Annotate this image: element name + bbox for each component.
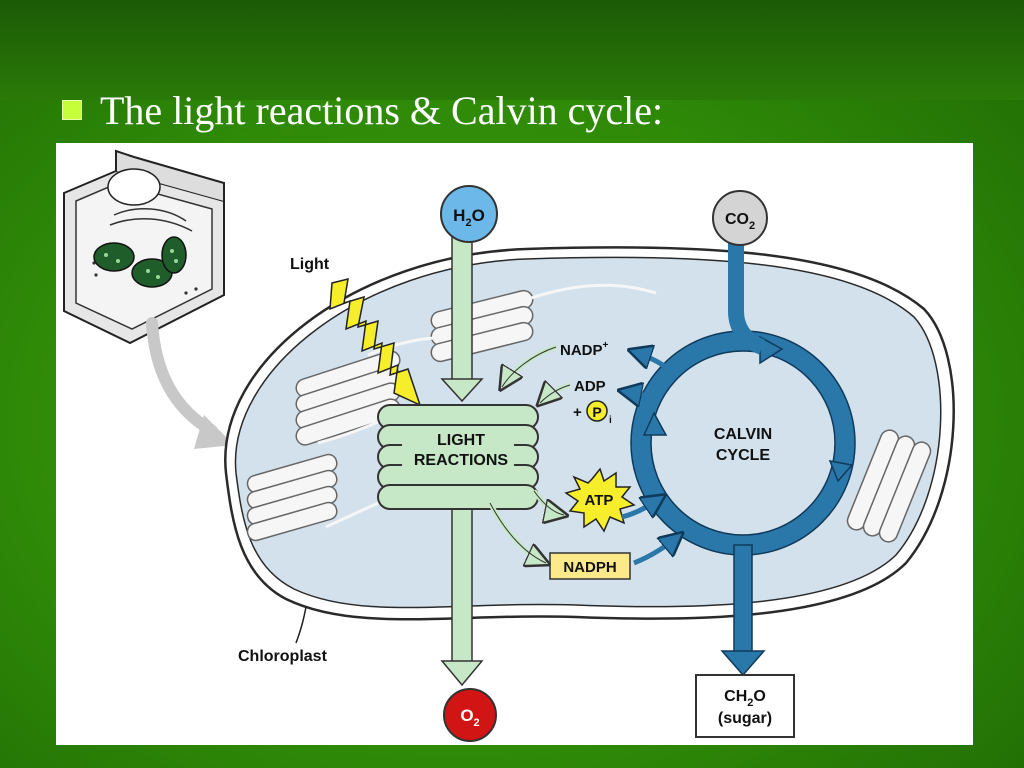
calvin-ring-arrowhead-left	[642, 411, 668, 436]
calvin-ring-arrowhead-right	[828, 460, 854, 483]
svg-text:O2: O2	[460, 706, 479, 729]
phosphate-icon: P i	[586, 400, 612, 426]
svg-text:NADPH: NADPH	[563, 559, 616, 576]
oxygen-column-lower	[451, 498, 473, 664]
h2o-node: H2O	[440, 185, 498, 243]
chloroplast-leader-line	[295, 606, 307, 644]
diagram-panel: H2O O2 Light LIGHT REACTIONS CALVIN CYCL…	[56, 143, 973, 745]
light-reactions-label-2: REACTIONS	[414, 452, 509, 469]
light-reactions-label-1: LIGHT	[437, 432, 485, 449]
nadp-label: NADP+	[560, 340, 609, 359]
calvin-cycle-label-1: CALVIN	[714, 426, 772, 443]
atp-burst: ATP	[564, 467, 636, 533]
sugar-output-arrowhead	[720, 650, 766, 677]
svg-text:ATP: ATP	[585, 492, 614, 509]
slide-header-band	[0, 0, 1024, 100]
light-reactions-label-bg	[402, 429, 514, 475]
svg-text:CO2: CO2	[725, 211, 755, 232]
chloroplast-label: Chloroplast	[238, 648, 328, 665]
light-label: Light	[290, 256, 330, 273]
calvin-cycle-ring-outline-inner	[650, 350, 836, 536]
zoom-arrow	[146, 317, 218, 437]
plus-label: +	[573, 404, 582, 421]
water-column-upper	[451, 232, 473, 384]
nadph-box: NADPH	[549, 552, 631, 580]
adp-label: ADP	[574, 378, 606, 395]
calvin-carrier-arrows	[622, 351, 680, 566]
svg-text:H2O: H2O	[453, 206, 485, 229]
sugar-box: CH2O (sugar)	[695, 674, 795, 738]
photosynthesis-diagram: H2O O2 Light LIGHT REACTIONS CALVIN CYCL…	[63, 149, 955, 742]
co2-node: CO2	[712, 190, 768, 246]
slide-title: The light reactions & Calvin cycle:	[100, 88, 664, 133]
zoom-arrow-head	[194, 415, 234, 449]
o2-node: O2	[443, 688, 497, 742]
svg-text:(sugar): (sugar)	[718, 710, 772, 727]
bullet-square-icon	[62, 100, 82, 120]
water-column-upper-head	[440, 378, 484, 403]
oxygen-column-lower-head	[440, 660, 484, 687]
sugar-output-shaft	[733, 544, 753, 656]
light-reaction-arrow-outlines	[489, 346, 571, 564]
svg-text:P: P	[592, 404, 601, 420]
co2-input-arrow	[728, 243, 766, 355]
svg-text:CH2O: CH2O	[724, 688, 766, 709]
svg-text:i: i	[609, 415, 612, 426]
plant-cell-illustration	[63, 149, 225, 345]
calvin-cycle-label-2: CYCLE	[716, 447, 771, 464]
